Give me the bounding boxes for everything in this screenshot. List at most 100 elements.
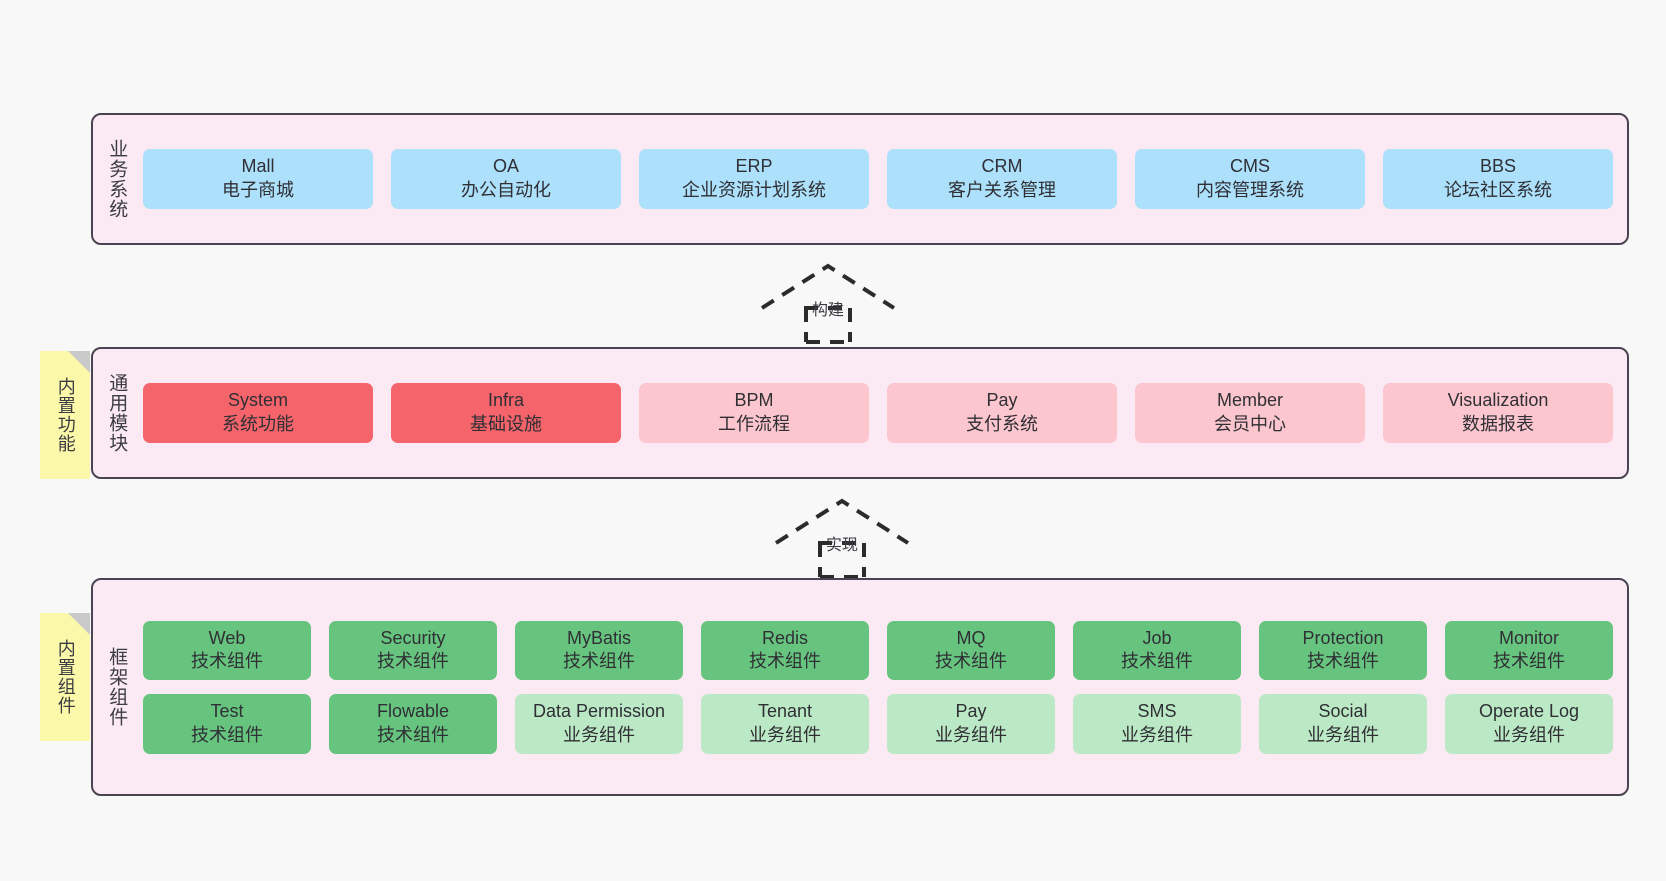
node-subtitle: 技术组件 bbox=[563, 651, 635, 672]
node-subtitle: 业务组件 bbox=[935, 724, 1007, 745]
node-title: ERP bbox=[735, 156, 773, 177]
node-title: Test bbox=[210, 701, 244, 721]
node-title: Operate Log bbox=[1478, 701, 1580, 721]
node-title: CRM bbox=[981, 156, 1023, 177]
node-title: CMS bbox=[1230, 156, 1270, 177]
node-subtitle: 办公自动化 bbox=[461, 180, 551, 200]
node-title: Job bbox=[1142, 627, 1172, 648]
node-subtitle: 业务组件 bbox=[1307, 724, 1379, 745]
node-subtitle: 技术组件 bbox=[749, 651, 821, 672]
node-subtitle: 业务组件 bbox=[1493, 724, 1565, 745]
node-subtitle: 技术组件 bbox=[377, 651, 449, 672]
connector-implement: 实现 bbox=[772, 497, 912, 579]
layer-label-common-module: 通用模块 bbox=[106, 373, 128, 453]
node-title: Pay bbox=[986, 390, 1018, 411]
node-job[interactable]: Job 技术组件 bbox=[1073, 620, 1241, 680]
node-crm[interactable]: CRM 客户关系管理 bbox=[887, 149, 1117, 209]
node-system[interactable]: System 系统功能 bbox=[143, 383, 373, 443]
layer-common-module: 通用模块 System 系统功能 Infra 基础设施 BPM 工作流程 Pay… bbox=[91, 347, 1629, 479]
connector-build: 构建 bbox=[758, 262, 898, 344]
node-subtitle: 技术组件 bbox=[191, 724, 263, 745]
node-subtitle: 技术组件 bbox=[1307, 651, 1379, 672]
node-test[interactable]: Test 技术组件 bbox=[143, 694, 311, 754]
layer-body-business-system: Mall 电子商城 OA 办公自动化 ERP 企业资源计划系统 CRM 客户关系… bbox=[139, 115, 1627, 243]
node-oa[interactable]: OA 办公自动化 bbox=[391, 149, 621, 209]
node-subtitle: 内容管理系统 bbox=[1196, 180, 1304, 200]
node-title: Member bbox=[1216, 390, 1283, 411]
node-title: Security bbox=[380, 627, 446, 648]
node-bbs[interactable]: BBS 论坛社区系统 bbox=[1383, 149, 1613, 209]
node-title: Pay bbox=[955, 701, 987, 721]
node-flowable[interactable]: Flowable 技术组件 bbox=[329, 694, 497, 754]
node-subtitle: 电子商城 bbox=[222, 180, 294, 200]
node-pay[interactable]: Pay 支付系统 bbox=[887, 383, 1117, 443]
node-member[interactable]: Member 会员中心 bbox=[1135, 383, 1365, 443]
node-title: MQ bbox=[956, 627, 986, 648]
node-erp[interactable]: ERP 企业资源计划系统 bbox=[639, 149, 869, 209]
node-subtitle: 基础设施 bbox=[470, 414, 542, 434]
node-social[interactable]: Social 业务组件 bbox=[1259, 694, 1427, 754]
node-title: BBS bbox=[1479, 156, 1517, 177]
node-subtitle: 支付系统 bbox=[966, 414, 1038, 434]
layer-body-common-module: System 系统功能 Infra 基础设施 BPM 工作流程 Pay 支付系统… bbox=[139, 349, 1627, 477]
node-monitor[interactable]: Monitor 技术组件 bbox=[1445, 620, 1613, 680]
node-web[interactable]: Web 技术组件 bbox=[143, 620, 311, 680]
node-title: Data Permission bbox=[532, 701, 666, 721]
note-label: 内置功能 bbox=[55, 377, 76, 453]
node-title: OA bbox=[492, 156, 519, 177]
node-title: Visualization bbox=[1447, 390, 1549, 411]
node-redis[interactable]: Redis 技术组件 bbox=[701, 620, 869, 680]
layer-row: Web 技术组件 Security 技术组件 MyBatis 技术组件 Redi… bbox=[143, 620, 1613, 680]
layer-business-system: 业务系统 Mall 电子商城 OA 办公自动化 ERP 企业资源计划系统 CRM… bbox=[91, 113, 1629, 245]
layer-row: Mall 电子商城 OA 办公自动化 ERP 企业资源计划系统 CRM 客户关系… bbox=[143, 149, 1613, 209]
node-pay-component[interactable]: Pay 业务组件 bbox=[887, 694, 1055, 754]
node-title: Mall bbox=[241, 156, 275, 177]
node-subtitle: 技术组件 bbox=[935, 651, 1007, 672]
node-subtitle: 技术组件 bbox=[1493, 651, 1565, 672]
node-tenant[interactable]: Tenant 业务组件 bbox=[701, 694, 869, 754]
node-title: Redis bbox=[761, 627, 809, 648]
node-subtitle: 业务组件 bbox=[563, 724, 635, 745]
node-security[interactable]: Security 技术组件 bbox=[329, 620, 497, 680]
node-title: Flowable bbox=[376, 701, 450, 721]
node-subtitle: 工作流程 bbox=[718, 414, 790, 434]
node-subtitle: 技术组件 bbox=[377, 724, 449, 745]
node-title: MyBatis bbox=[566, 627, 631, 648]
note-fold-icon bbox=[68, 351, 90, 373]
note-fold-icon bbox=[68, 613, 90, 635]
node-subtitle: 数据报表 bbox=[1462, 414, 1534, 434]
node-title: Web bbox=[208, 627, 246, 648]
node-subtitle: 业务组件 bbox=[749, 724, 821, 745]
node-data-permission[interactable]: Data Permission 业务组件 bbox=[515, 694, 683, 754]
node-mybatis[interactable]: MyBatis 技术组件 bbox=[515, 620, 683, 680]
node-cms[interactable]: CMS 内容管理系统 bbox=[1135, 149, 1365, 209]
node-subtitle: 论坛社区系统 bbox=[1444, 180, 1552, 200]
node-subtitle: 企业资源计划系统 bbox=[682, 180, 826, 200]
node-subtitle: 客户关系管理 bbox=[948, 180, 1056, 200]
node-infra[interactable]: Infra 基础设施 bbox=[391, 383, 621, 443]
layer-label-business-system: 业务系统 bbox=[106, 139, 128, 219]
node-sms[interactable]: SMS 业务组件 bbox=[1073, 694, 1241, 754]
node-visualization[interactable]: Visualization 数据报表 bbox=[1383, 383, 1613, 443]
node-title: Protection bbox=[1302, 627, 1384, 648]
node-mall[interactable]: Mall 电子商城 bbox=[143, 149, 373, 209]
connector-label-implement: 实现 bbox=[825, 537, 859, 554]
layer-framework-component: 框架组件 Web 技术组件 Security 技术组件 MyBatis 技术组件… bbox=[91, 578, 1629, 796]
layer-label-framework-component: 框架组件 bbox=[106, 647, 128, 727]
node-title: Infra bbox=[487, 390, 525, 411]
note-builtin-component: 内置组件 bbox=[40, 613, 90, 741]
node-protection[interactable]: Protection 技术组件 bbox=[1259, 620, 1427, 680]
layer-body-framework-component: Web 技术组件 Security 技术组件 MyBatis 技术组件 Redi… bbox=[139, 580, 1627, 794]
node-title: System bbox=[227, 390, 288, 411]
node-subtitle: 技术组件 bbox=[1121, 651, 1193, 672]
node-subtitle: 会员中心 bbox=[1214, 414, 1286, 434]
connector-label-build: 构建 bbox=[811, 302, 845, 319]
node-title: SMS bbox=[1137, 701, 1177, 721]
note-builtin-function: 内置功能 bbox=[40, 351, 90, 479]
node-subtitle: 技术组件 bbox=[191, 651, 263, 672]
node-mq[interactable]: MQ 技术组件 bbox=[887, 620, 1055, 680]
node-title: Tenant bbox=[757, 701, 813, 721]
node-operate-log[interactable]: Operate Log 业务组件 bbox=[1445, 694, 1613, 754]
node-bpm[interactable]: BPM 工作流程 bbox=[639, 383, 869, 443]
